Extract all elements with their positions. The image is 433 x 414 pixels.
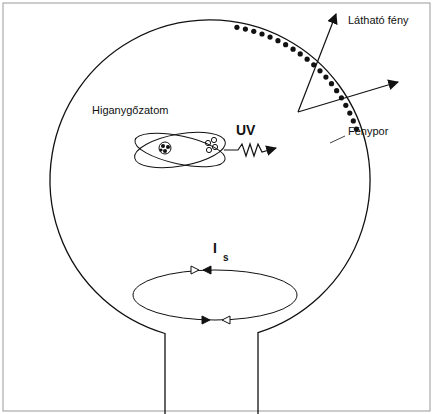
current-label: I: [213, 241, 217, 256]
phosphor-label: Fénypor: [348, 125, 388, 137]
phosphor-coating: [234, 25, 359, 132]
current-loop: [133, 266, 297, 324]
light-ray: [298, 14, 336, 112]
uv-ray: [224, 144, 276, 156]
leader-line: [330, 136, 345, 143]
current-subscript: s: [223, 252, 229, 263]
uv-label: UV: [236, 123, 255, 138]
visible-light-label: Látható fény: [348, 14, 409, 26]
bulb-outline: [50, 20, 370, 414]
light-ray: [298, 82, 398, 112]
mercury-atom: [132, 126, 228, 173]
frame: [3, 3, 430, 411]
atom-label: Higanygőzatom: [92, 104, 168, 116]
